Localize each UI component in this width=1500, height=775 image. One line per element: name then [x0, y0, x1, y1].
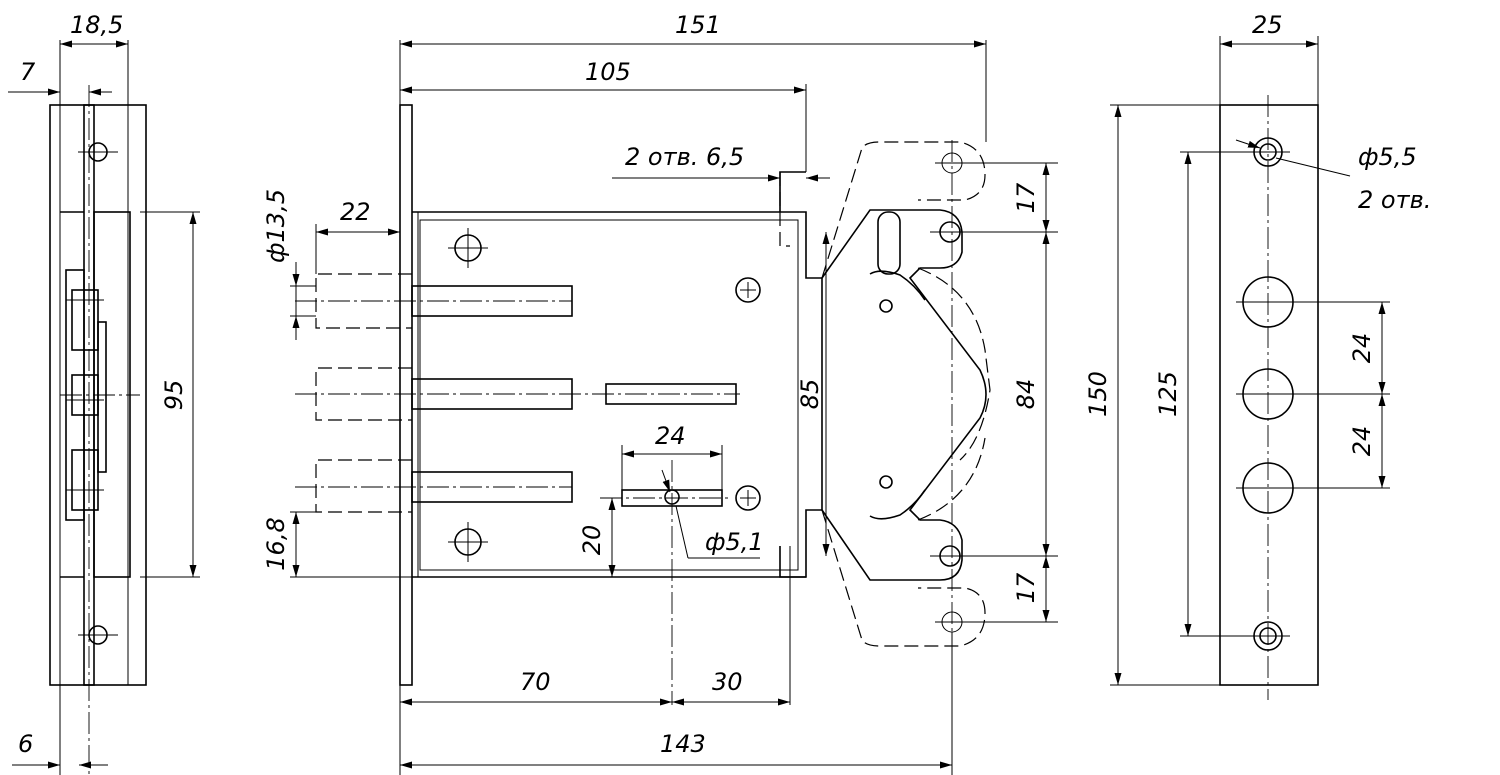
dim-case-height: 85: [796, 379, 824, 410]
key-hole: [600, 460, 730, 705]
strike-bolt-hole-top: [1236, 276, 1390, 328]
dim-hinge-height: 84: [1012, 379, 1040, 410]
dim-hinge-top: 17: [1012, 182, 1040, 213]
dim-strike-width: 25: [1252, 11, 1283, 39]
dim-key-hole: ф5,1: [705, 528, 764, 556]
strike-bolt-hole-middle: [1236, 368, 1390, 420]
dim-key-to-edge: 30: [712, 668, 743, 696]
mount-hole-top: [448, 228, 488, 268]
side-faceplate-outline: [49, 104, 147, 686]
mount-hole-bottom: [448, 522, 488, 562]
dim-side-offset: 7: [20, 58, 36, 86]
dim-bolt-spacing-top: 24: [1348, 333, 1376, 364]
dim-hinge-bottom: 17: [1012, 572, 1040, 603]
dim-key-height: 20: [578, 525, 606, 556]
side-case-body: [93, 211, 131, 578]
cam-mechanism: [821, 140, 1058, 705]
dim-strike-height: 150: [1084, 371, 1112, 417]
dim-key-width: 24: [655, 422, 686, 450]
dim-bolt-diameter: ф13,5: [262, 189, 290, 263]
dim-bolt-spacing-bottom: 24: [1348, 426, 1376, 457]
dim-side-height: 95: [160, 380, 188, 411]
dim-side-width: 18,5: [70, 11, 123, 39]
bolt-bottom: [295, 459, 573, 513]
mount-tab-top: [779, 171, 806, 247]
front-view: 151 105 2 отв. 6,5 ф13,5 22 16,8 24 ф5,1…: [262, 11, 1058, 775]
screw-bottom: [735, 485, 761, 511]
strike-bolt-hole-bottom: [1236, 462, 1390, 514]
dim-backset: 70: [520, 668, 551, 696]
dim-side-bottom: 6: [18, 730, 33, 758]
dim-body-width: 105: [585, 58, 631, 86]
dim-bolt-bottom-offset: 16,8: [262, 517, 290, 570]
lock-case: [412, 211, 823, 578]
mount-tab-bottom: [779, 546, 806, 578]
dim-strike-hole-spacing: 125: [1154, 371, 1182, 417]
dim-case-width: 143: [660, 730, 706, 758]
faceplate: [399, 104, 413, 686]
latch-slot: [605, 383, 737, 405]
dim-strike-hole: ф5,5: [1358, 143, 1417, 171]
strike-plate: [1219, 104, 1319, 686]
dim-total-width: 151: [675, 11, 721, 39]
bolt-top: [295, 273, 573, 329]
bolt-middle: [295, 367, 740, 421]
dim-bolt-throw: 22: [340, 198, 371, 226]
side-view: 18,5 7 95 6: [8, 11, 200, 775]
dim-strike-hole-count: 2 отв.: [1358, 186, 1431, 214]
screw-top: [735, 277, 761, 303]
strike-plate-view: 25 ф5,5 2 отв. 150 125 24 24: [1084, 11, 1431, 700]
side-mechanism: [60, 269, 140, 521]
dim-screw-holes: 2 отв. 6,5: [625, 143, 744, 171]
lock-case-inner: [419, 219, 799, 571]
